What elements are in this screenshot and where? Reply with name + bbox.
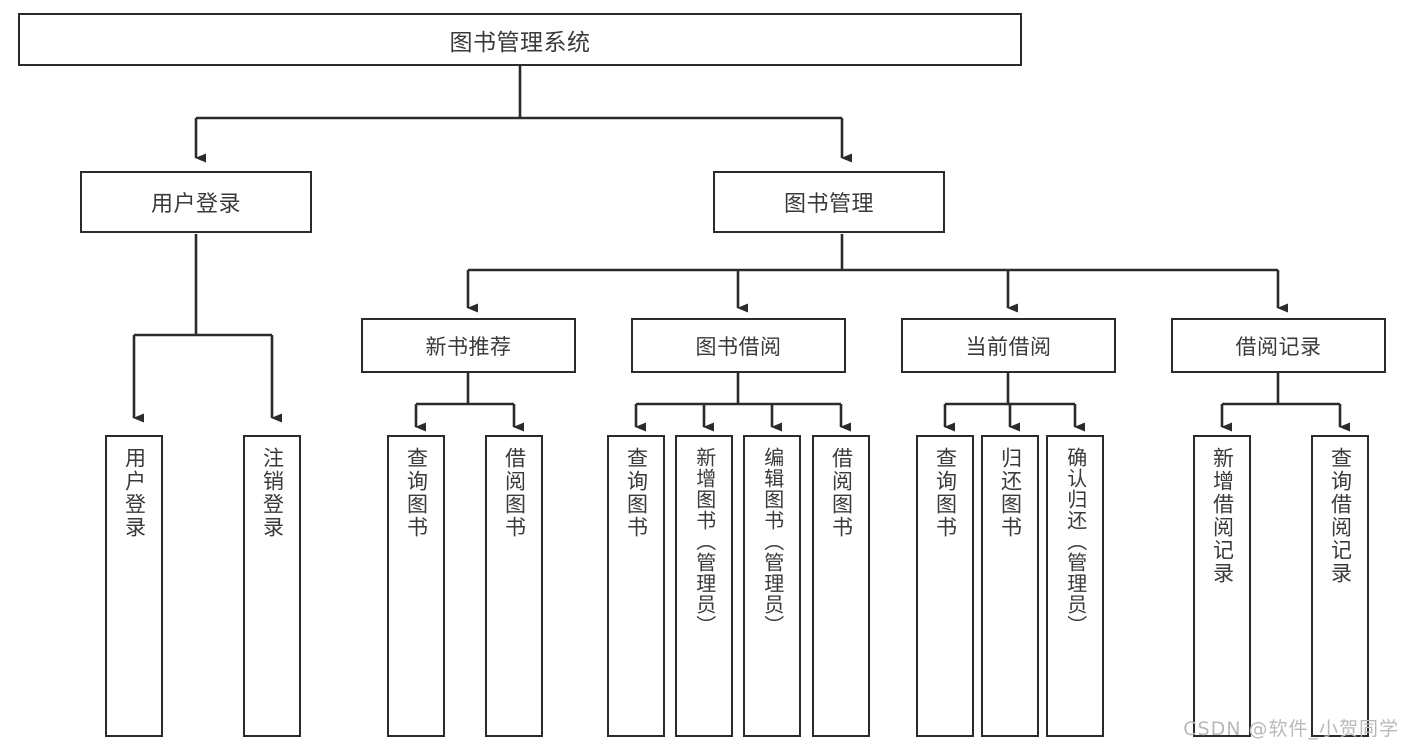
leaf-book-borrow-borrow-book[interactable]: 借阅图书 <box>812 435 870 737</box>
node-label: 用户登录 <box>122 447 147 539</box>
node-book-borrow[interactable]: 图书借阅 <box>631 318 846 373</box>
node-label: 查询图书 <box>933 447 958 539</box>
node-label: 查询图书 <box>404 447 429 539</box>
leaf-current-borrow-confirm-return-admin[interactable]: 确认归还（管理员） <box>1046 435 1104 737</box>
leaf-new-book-query-book[interactable]: 查询图书 <box>387 435 445 737</box>
leaf-book-borrow-edit-book-admin[interactable]: 编辑图书（管理员） <box>743 435 801 737</box>
node-label: 新书推荐 <box>425 334 512 359</box>
node-label: 借阅图书 <box>829 447 854 539</box>
leaf-borrow-record-query-record[interactable]: 查询借阅记录 <box>1311 435 1369 737</box>
node-current-borrow[interactable]: 当前借阅 <box>901 318 1116 373</box>
node-label: 借阅图书 <box>502 447 527 539</box>
node-label: 编辑图书（管理员） <box>760 447 785 636</box>
leaf-borrow-record-add-record[interactable]: 新增借阅记录 <box>1193 435 1251 737</box>
leaf-user-login-login[interactable]: 用户登录 <box>105 435 163 737</box>
leaf-current-borrow-return-book[interactable]: 归还图书 <box>981 435 1039 737</box>
node-label: 新增借阅记录 <box>1210 447 1235 585</box>
node-label: 查询借阅记录 <box>1328 447 1353 585</box>
leaf-user-login-logout[interactable]: 注销登录 <box>243 435 301 737</box>
node-root-book-management-system[interactable]: 图书管理系统 <box>18 13 1022 66</box>
leaf-book-borrow-query-book[interactable]: 查询图书 <box>607 435 665 737</box>
node-label: 注销登录 <box>260 447 285 539</box>
node-label: 用户登录 <box>150 192 241 217</box>
node-label: 图书借阅 <box>695 334 782 359</box>
node-label: 当前借阅 <box>965 334 1052 359</box>
leaf-current-borrow-query-book[interactable]: 查询图书 <box>916 435 974 737</box>
watermark: CSDN @软件_小贺同学 <box>1183 718 1399 740</box>
node-label: 图书管理系统 <box>449 29 591 56</box>
node-book-management[interactable]: 图书管理 <box>713 171 945 233</box>
node-label: 新增图书（管理员） <box>692 447 717 636</box>
node-label: 借阅记录 <box>1235 334 1322 359</box>
leaf-book-borrow-add-book-admin[interactable]: 新增图书（管理员） <box>675 435 733 737</box>
node-label: 归还图书 <box>998 447 1023 539</box>
node-user-login[interactable]: 用户登录 <box>80 171 312 233</box>
node-borrow-record[interactable]: 借阅记录 <box>1171 318 1386 373</box>
node-label: 查询图书 <box>624 447 649 539</box>
node-new-book-recommend[interactable]: 新书推荐 <box>361 318 576 373</box>
leaf-new-book-borrow-book[interactable]: 借阅图书 <box>485 435 543 737</box>
node-label: 图书管理 <box>783 192 874 217</box>
node-label: 确认归还（管理员） <box>1063 447 1088 636</box>
